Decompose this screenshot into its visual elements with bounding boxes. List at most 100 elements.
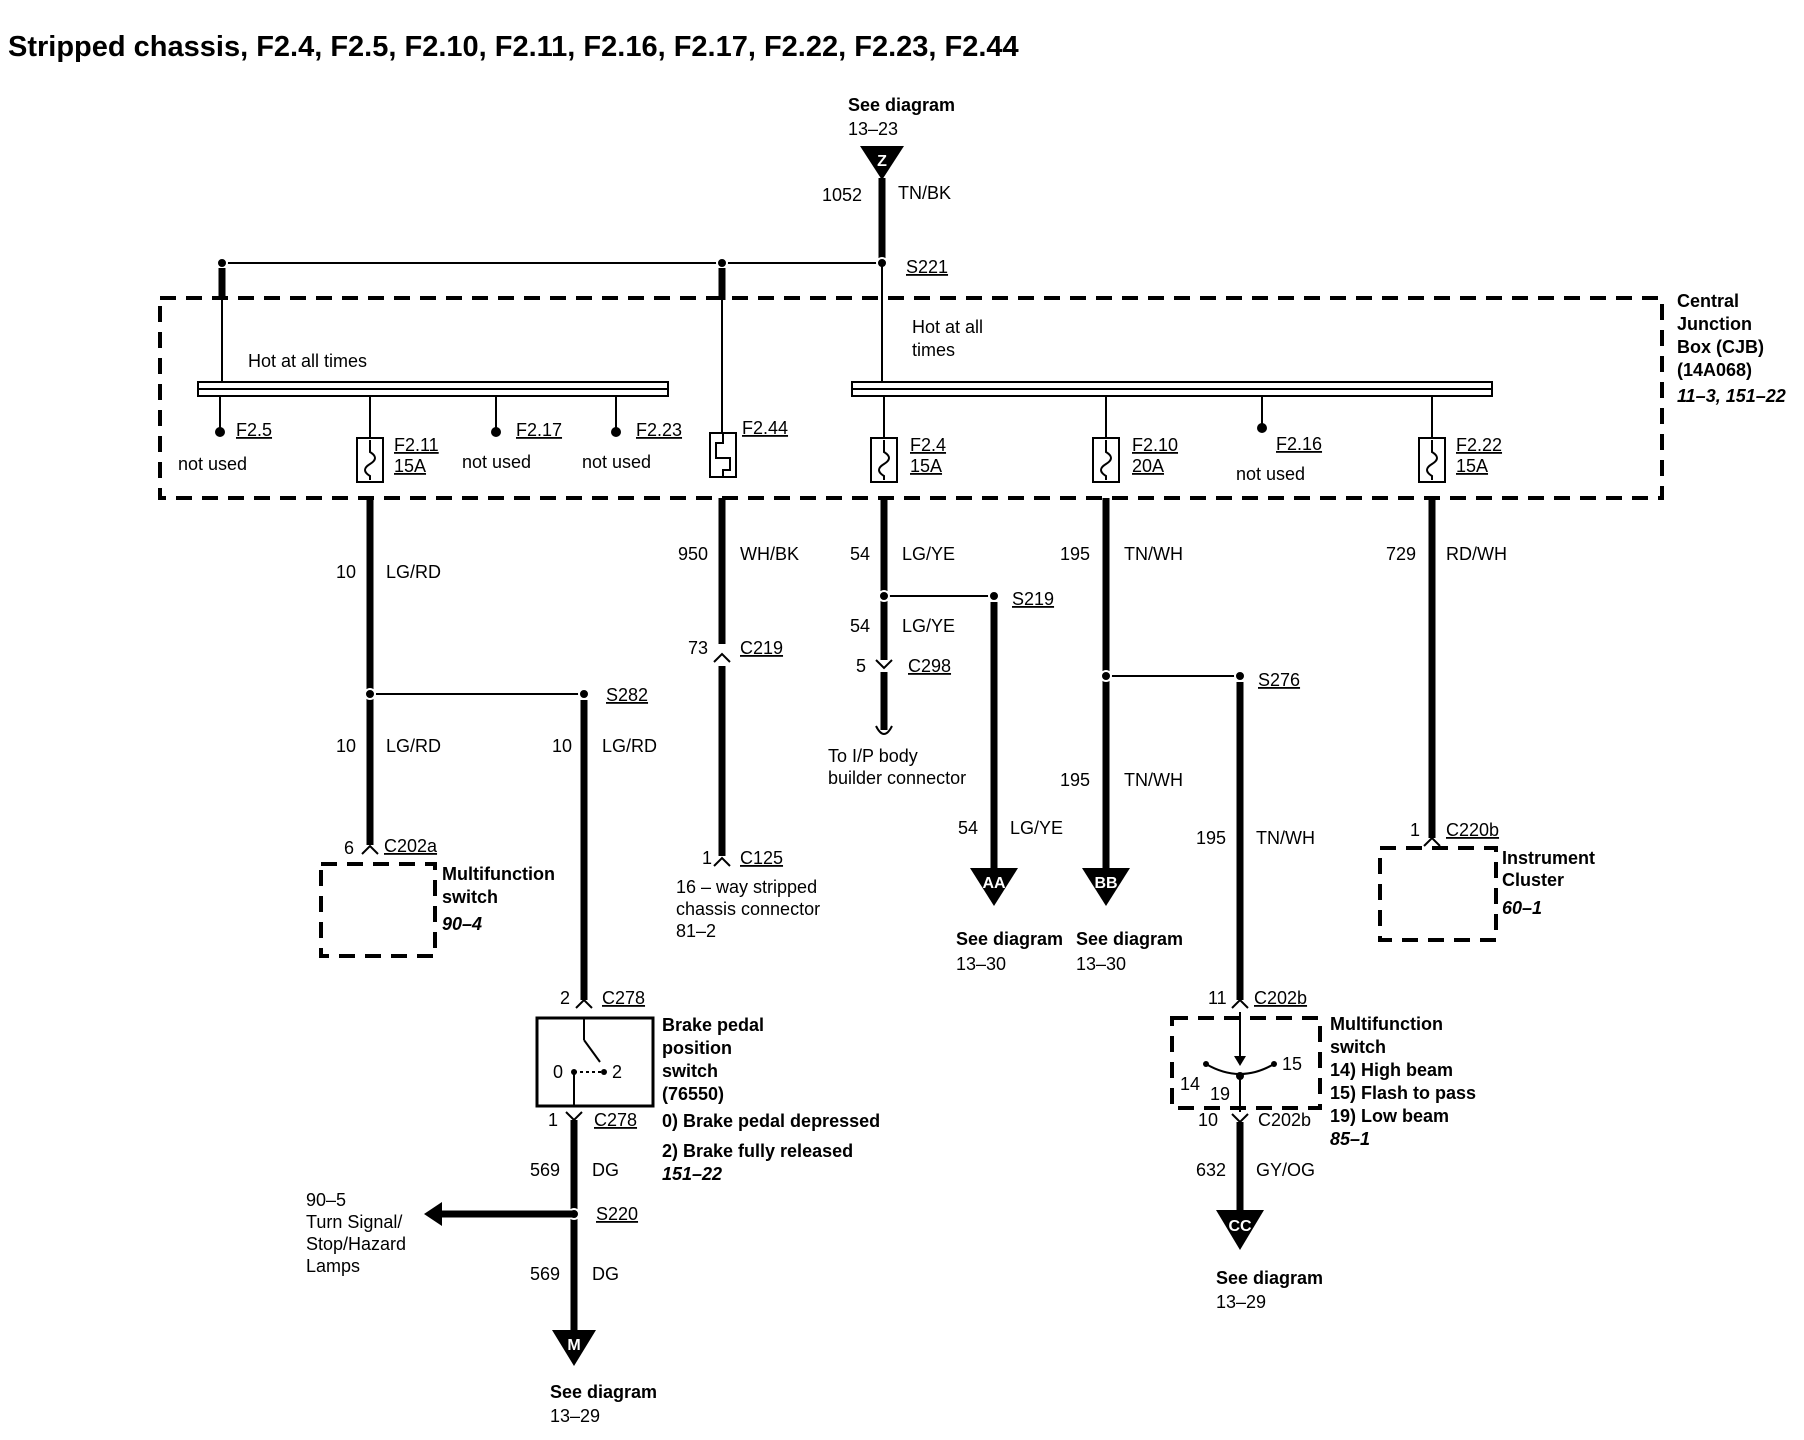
c10a-num: 10 (336, 562, 356, 582)
c632-num: 632 (1196, 1160, 1226, 1180)
brake-ref: 151–22 (662, 1164, 722, 1184)
c278-top-id: C278 (602, 988, 645, 1008)
brake-pos-0: 0 (553, 1062, 563, 1082)
c298-pin-symbol (875, 659, 893, 670)
c278-bot-pin: 1 (548, 1110, 558, 1130)
c569b-color: DG (592, 1264, 619, 1284)
c54c-num: 54 (958, 818, 978, 838)
c125-id: C125 (740, 848, 783, 868)
mfs-left-outline (319, 862, 437, 958)
c125-desc-3: 81–2 (676, 921, 716, 941)
c54b-color: LG/YE (902, 616, 955, 636)
cjb-name-3: Box (CJB) (1677, 337, 1764, 357)
brake-name-2: position (662, 1038, 732, 1058)
offpage-m-page: 13–29 (550, 1406, 600, 1426)
c10a-color: LG/RD (386, 562, 441, 582)
s282-label: S282 (606, 685, 648, 705)
c10b-num: 10 (336, 736, 356, 756)
mfs-pin-15: 15 (1282, 1054, 1302, 1074)
f223-note: not used (582, 452, 651, 472)
brake-state-0: 0) Brake pedal depressed (662, 1111, 880, 1131)
offpage-m-label: See diagram (550, 1382, 657, 1402)
turn-line-3: Lamps (306, 1256, 360, 1276)
c202b-top-pin: 11 (1208, 988, 1227, 1008)
c950-color: WH/BK (740, 544, 799, 564)
c219-pin-symbol (713, 652, 731, 663)
offpage-aa-marker (970, 868, 1018, 906)
s276-label: S276 (1258, 670, 1300, 690)
s276-left-dot (1100, 670, 1112, 682)
c195a-num: 195 (1060, 544, 1090, 564)
brake-switch-outline (535, 1016, 655, 1108)
f216-note: not used (1236, 464, 1305, 484)
f223-dot (611, 427, 621, 437)
c202a-pin: 6 (344, 838, 354, 858)
f244-element (715, 433, 731, 477)
offpage-z-letter: Z (877, 153, 887, 170)
turn-line-2: Stop/Hazard (306, 1234, 406, 1254)
c54b-num: 54 (850, 616, 870, 636)
c202b-bot-pin: 10 (1198, 1110, 1218, 1130)
c202b-bot-pin-symbol (1231, 1113, 1249, 1124)
f210-rating: 20A (1132, 456, 1164, 476)
c10c-num: 10 (552, 736, 572, 756)
c125-pin-symbol (713, 856, 731, 867)
mfs-left-name-2: switch (442, 887, 498, 907)
hot-at-all-times-right-2: times (912, 340, 955, 360)
s276-dot (1234, 670, 1246, 682)
ip-body-2: builder connector (828, 768, 966, 788)
c220b-pin: 1 (1410, 820, 1420, 840)
c632-color: GY/OG (1256, 1160, 1315, 1180)
f217-id: F2.17 (516, 420, 562, 440)
c202b-top-id: C202b (1254, 988, 1307, 1008)
c278-top-pin: 2 (560, 988, 570, 1008)
offpage-bb-page: 13–30 (1076, 954, 1126, 974)
c125-desc-1: 16 – way stripped (676, 877, 817, 897)
offpage-aa-label: See diagram (956, 929, 1063, 949)
top-ref-label: See diagram (848, 95, 955, 115)
mfs-right-outline (1170, 1016, 1322, 1110)
turn-ref: 90–5 (306, 1190, 346, 1210)
f217-dot (491, 427, 501, 437)
brake-name-3: switch (662, 1061, 718, 1081)
brake-pos-2: 2 (612, 1062, 622, 1082)
s282-dot (578, 688, 590, 700)
f25-id: F2.5 (236, 420, 272, 440)
mfs-right-name-1: Multifunction (1330, 1014, 1443, 1034)
circuit-1052-num: 1052 (822, 185, 862, 205)
circuit-1052-color: TN/BK (898, 183, 951, 203)
cjb-name-1: Central (1677, 291, 1739, 311)
c219-id: C219 (740, 638, 783, 658)
top-ref-page: 13–23 (848, 119, 898, 139)
cjb-outline (158, 296, 1664, 500)
offpage-cc-label: See diagram (1216, 1268, 1323, 1288)
f217-note: not used (462, 452, 531, 472)
splice-mid-dot (716, 257, 728, 269)
offpage-aa-page: 13–30 (956, 954, 1006, 974)
c202b-bot-id: C202b (1258, 1110, 1311, 1130)
f210-id: F2.10 (1132, 435, 1178, 455)
cluster-name-1: Instrument (1502, 848, 1595, 868)
c125-pin: 1 (702, 848, 712, 868)
c298-id: C298 (908, 656, 951, 676)
mfs-right-name-2: switch (1330, 1037, 1386, 1057)
hot-at-all-times-right-1: Hot at all (912, 317, 983, 337)
f222-element (1426, 440, 1438, 480)
cjb-name-4: (14A068) (1677, 360, 1752, 380)
c195a-color: TN/WH (1124, 544, 1183, 564)
c54a-color: LG/YE (902, 544, 955, 564)
ip-body-connector-symbol (875, 725, 893, 735)
cjb-ref: 11–3, 151–22 (1677, 386, 1786, 406)
s219-dot (988, 590, 1000, 602)
turn-line-1: Turn Signal/ (306, 1212, 402, 1232)
c569a-color: DG (592, 1160, 619, 1180)
c195c-num: 195 (1196, 828, 1226, 848)
offpage-bb-marker (1082, 868, 1130, 906)
mfs-left-ref: 90–4 (442, 914, 482, 934)
c202b-top-pin-symbol (1231, 998, 1249, 1009)
c569a-num: 569 (530, 1160, 560, 1180)
c278-bot-id: C278 (594, 1110, 637, 1130)
f25-dot (215, 427, 225, 437)
c10c-color: LG/RD (602, 736, 657, 756)
offpage-aa-letter: AA (982, 875, 1006, 892)
